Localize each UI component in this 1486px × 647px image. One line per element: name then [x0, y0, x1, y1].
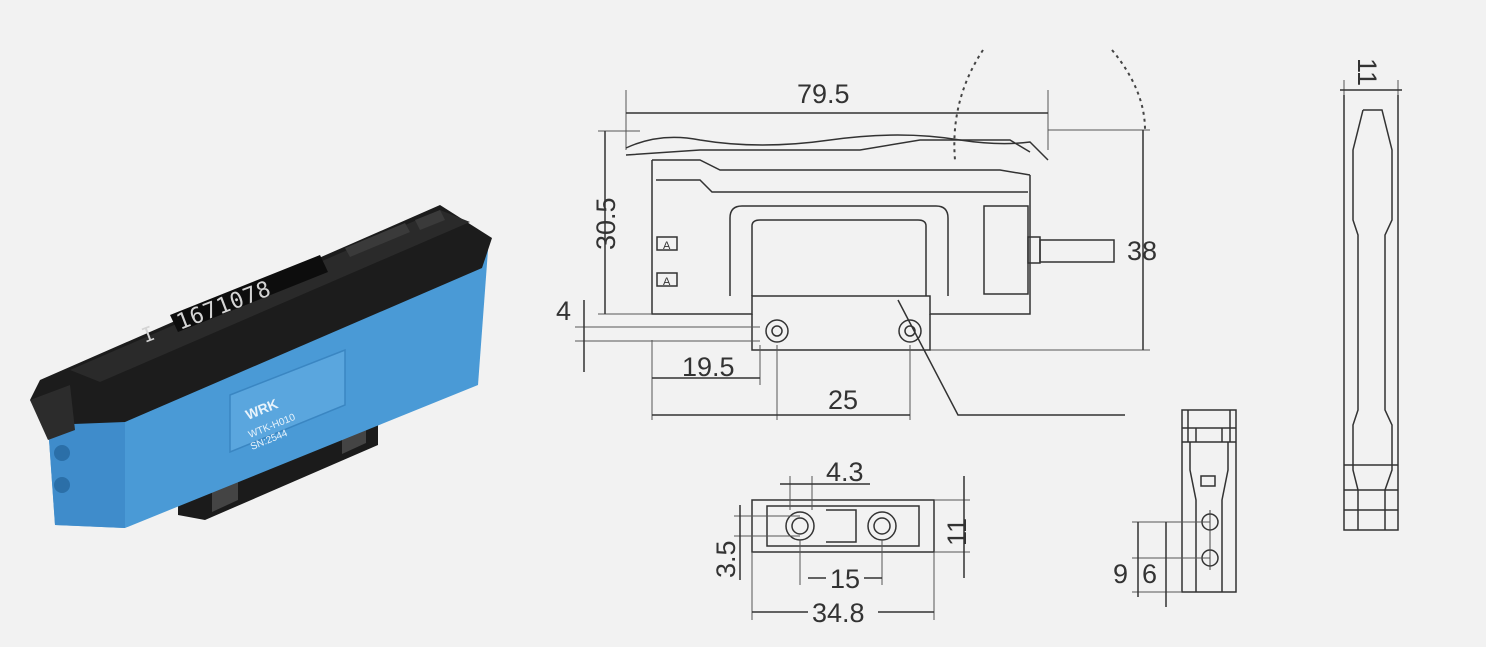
cover-lower-line	[652, 159, 1031, 176]
end-view-top-detail	[1187, 410, 1231, 442]
mode-button	[345, 223, 410, 257]
end-view-slot	[1200, 475, 1216, 487]
bracket-slot	[826, 509, 857, 543]
front-lens	[30, 385, 75, 440]
cover-outline	[625, 134, 1049, 161]
cable-connector	[983, 205, 1029, 295]
body-outline	[651, 160, 1031, 315]
end-view-outline	[1181, 409, 1237, 593]
product-photo: WRK WTK-H010 SN:2544 1671078 I	[30, 205, 492, 528]
window-outer	[729, 205, 949, 296]
mount-bracket	[751, 314, 931, 351]
bracket-detail-drawing: 4.3 3.5 11 15 34.8	[711, 457, 972, 628]
mount-hole-2	[898, 319, 922, 343]
fiber-port-top	[54, 445, 70, 461]
bracket-hole-2-inner	[873, 517, 891, 535]
mount-hole-1-inner	[771, 325, 783, 337]
dim-side-width: 11	[1352, 58, 1382, 86]
front-view-drawing: 79.5 A A 38 30.5	[556, 49, 1157, 420]
side-outline	[1343, 95, 1399, 531]
display-panel	[170, 255, 328, 332]
body-front-face	[48, 420, 125, 528]
bracket-outline	[751, 499, 935, 553]
dim-hole-spacing: 25	[828, 385, 858, 415]
cover-swing-arc-1	[953, 49, 984, 161]
dim-end-1: 9	[1113, 559, 1128, 589]
leader-line	[897, 299, 1125, 416]
cover-window	[70, 210, 470, 382]
fiber-port-bottom	[54, 477, 70, 493]
side-view-drawing: 11	[1340, 58, 1402, 531]
window-inner	[751, 219, 927, 296]
dim-overall-height: 38	[1127, 236, 1157, 266]
body-inner-line	[656, 179, 1028, 193]
end-view-sides	[1189, 442, 1229, 592]
side-profile	[1352, 109, 1393, 530]
indicator-2	[656, 272, 678, 287]
indicator-1-label: A	[663, 240, 671, 252]
dim-bracket-hole-offset: 3.5	[711, 540, 741, 578]
set-button	[415, 210, 445, 230]
dim-bracket-hole-diameter: 4.3	[826, 457, 864, 487]
indicator-2-label: A	[663, 276, 671, 288]
dim-mount-offset: 4	[556, 296, 571, 326]
cover-inner-line	[625, 139, 1031, 156]
dim-hole-offset: 19.5	[682, 352, 735, 382]
bracket-inner	[766, 505, 920, 547]
end-view-drawing: 9 6	[1113, 409, 1237, 607]
dim-bracket-hole-spacing: 15	[830, 564, 860, 594]
cable	[1039, 239, 1115, 263]
indicator-1	[656, 236, 678, 251]
dim-bracket-height: 11	[942, 518, 972, 546]
dim-end-2: 6	[1142, 559, 1157, 589]
dim-width: 79.5	[797, 79, 850, 109]
mount-hole-1	[765, 319, 789, 343]
bracket-hole-2	[867, 511, 897, 541]
dim-bracket-length: 34.8	[812, 598, 865, 628]
dim-height: 30.5	[591, 197, 621, 250]
cover-swing-arc-2	[1111, 49, 1146, 131]
label-plate	[229, 348, 346, 454]
clip-notch-left	[212, 478, 238, 512]
bracket-hole-1-inner	[791, 517, 809, 535]
